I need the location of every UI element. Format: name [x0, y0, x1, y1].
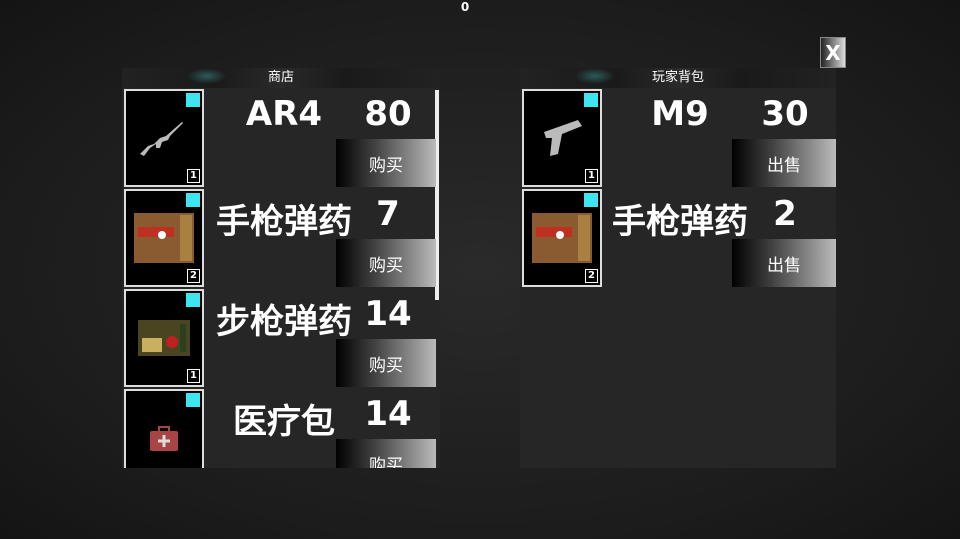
quantity-label: 2 [187, 269, 200, 283]
shop-list: 1 AR4 80 购买 2 手枪弹药 7 购买 1 步枪弹药 14 购买 医疗包… [122, 88, 440, 468]
buy-button[interactable]: 购买 [336, 339, 436, 387]
pistol-ammo-box-icon [532, 213, 592, 263]
badge-icon [584, 193, 598, 207]
item-price: 80 [364, 94, 412, 134]
rifle-icon [140, 122, 183, 156]
shop-title: 商店 [122, 68, 440, 88]
badge-icon [186, 93, 200, 107]
pistol-icon [544, 120, 582, 156]
buy-button[interactable]: 购买 [336, 439, 436, 468]
sell-button[interactable]: 出售 [732, 139, 836, 187]
shop-item: 1 步枪弹药 14 购买 [122, 288, 440, 388]
shop-item: 1 AR4 80 购买 [122, 88, 440, 188]
item-slot[interactable] [124, 389, 204, 468]
backpack-item: 2 手枪弹药 2 出售 [520, 188, 836, 288]
shop-panel: 商店 1 AR4 80 购买 2 手枪弹药 7 购买 1 步枪弹药 14 购买 … [122, 68, 440, 468]
item-name: 步枪弹药 [216, 302, 352, 342]
item-price: 2 [773, 194, 797, 234]
score-counter: 0 [460, 0, 470, 14]
item-slot[interactable]: 1 [522, 89, 602, 187]
item-name: AR4 [245, 94, 323, 134]
shop-item: 医疗包 14 购买 [122, 388, 440, 468]
backpack-list: 1 M9 30 出售 2 手枪弹药 2 出售 [520, 88, 836, 468]
glow-decoration [575, 68, 615, 84]
item-name: 手枪弹药 [612, 202, 748, 242]
badge-icon [186, 293, 200, 307]
shop-item: 2 手枪弹药 7 购买 [122, 188, 440, 288]
medkit-icon [150, 426, 178, 451]
item-slot[interactable]: 1 [124, 289, 204, 387]
close-button[interactable]: X [820, 37, 846, 68]
quantity-label: 1 [585, 169, 598, 183]
item-name: M9 [651, 94, 709, 134]
glow-decoration [187, 68, 227, 84]
quantity-label: 2 [585, 269, 598, 283]
item-price: 14 [364, 294, 412, 334]
badge-icon [186, 393, 200, 407]
item-price: 14 [364, 394, 412, 434]
item-slot[interactable]: 2 [522, 189, 602, 287]
quantity-label: 1 [187, 169, 200, 183]
buy-button[interactable]: 购买 [336, 139, 436, 187]
badge-icon [186, 193, 200, 207]
quantity-label: 1 [187, 369, 200, 383]
rifle-ammo-box-icon [138, 320, 190, 356]
pistol-ammo-box-icon [134, 213, 194, 263]
scrollbar[interactable] [435, 90, 439, 300]
item-name: 医疗包 [233, 402, 335, 442]
backpack-item: 1 M9 30 出售 [520, 88, 836, 188]
item-price: 30 [761, 94, 809, 134]
sell-button[interactable]: 出售 [732, 239, 836, 287]
item-name: 手枪弹药 [216, 202, 352, 242]
backpack-panel: 玩家背包 1 M9 30 出售 2 手枪弹药 2 出售 [520, 68, 836, 468]
buy-button[interactable]: 购买 [336, 239, 436, 287]
item-slot[interactable]: 1 [124, 89, 204, 187]
item-price: 7 [376, 194, 400, 234]
backpack-title: 玩家背包 [520, 68, 836, 88]
item-slot[interactable]: 2 [124, 189, 204, 287]
badge-icon [584, 93, 598, 107]
